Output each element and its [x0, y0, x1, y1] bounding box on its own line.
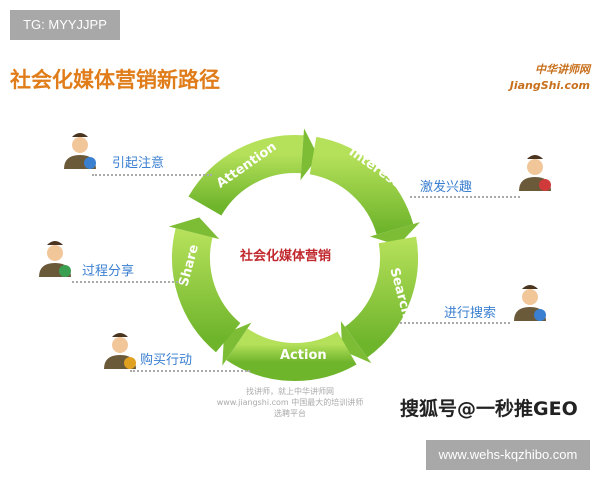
- ring-step-label: Action: [280, 348, 327, 363]
- center-label: 社会化媒体营销: [240, 249, 332, 264]
- footer-line2: www.jiangshi.com 中国最大的培训讲师: [216, 398, 364, 407]
- connector: [410, 196, 520, 198]
- person-icon: [64, 133, 96, 169]
- person-icon: [514, 285, 546, 321]
- watermark-tag: TG: MYYJJPP: [10, 10, 120, 40]
- connector: [92, 174, 212, 176]
- person-icon: [39, 241, 71, 277]
- label-share: 过程分享: [82, 264, 135, 279]
- logo: 中华讲师网 JiangShi.com: [490, 62, 590, 102]
- logo-line1: 中华讲师网: [535, 63, 590, 76]
- footer-text: 找讲师，就上中华讲师网 www.jiangshi.com 中国最大的培训讲师 选…: [210, 386, 370, 419]
- arrow-head-icon: [300, 128, 319, 181]
- person-icon: [519, 155, 551, 191]
- label-attention: 引起注意: [112, 156, 165, 171]
- ring-segment: [172, 228, 241, 353]
- label-search: 进行搜索: [444, 306, 497, 321]
- footer-line1: 找讲师，就上中华讲师网: [246, 387, 334, 396]
- connector: [130, 370, 250, 372]
- person-icon: [104, 333, 136, 369]
- arrow-head-icon: [168, 217, 220, 240]
- page-title: 社会化媒体营销新路径: [10, 68, 220, 92]
- ring-segment: [226, 328, 357, 381]
- label-action: 购买行动: [140, 353, 193, 368]
- logo-line2: JiangShi.com: [509, 79, 590, 92]
- ring-segment: [188, 135, 304, 217]
- connector: [72, 281, 182, 283]
- ring-segment: [344, 236, 418, 358]
- arrow-head-icon: [369, 222, 420, 246]
- url-badge: www.wehs-kqzhibo.com: [426, 440, 590, 470]
- footer-line3: 选聘平台: [274, 409, 306, 418]
- label-interest: 激发兴趣: [420, 180, 473, 195]
- connector: [400, 322, 510, 324]
- source-watermark: 搜狐号@一秒推GEO: [400, 398, 578, 420]
- ring-segment: [309, 136, 414, 236]
